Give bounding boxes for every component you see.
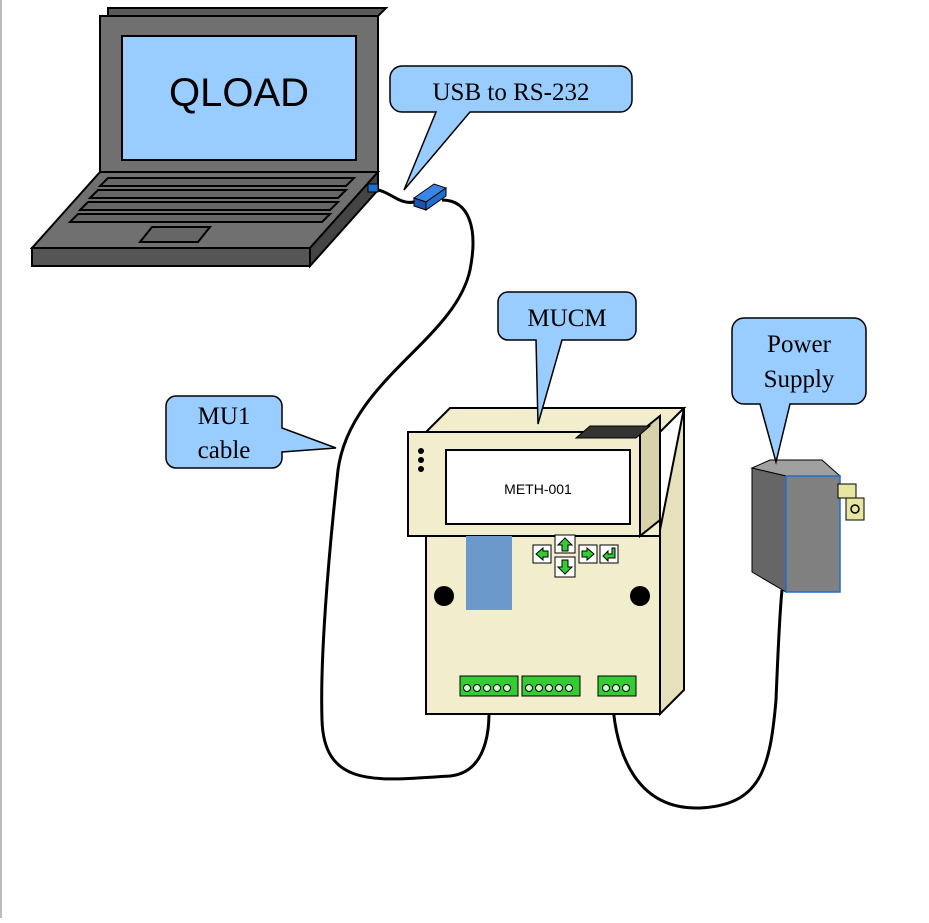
usb-cable <box>377 188 415 204</box>
touchpad <box>137 226 213 243</box>
device-front-side <box>639 413 661 539</box>
keyboard-row <box>87 189 349 199</box>
plug-prong <box>845 497 865 521</box>
laptop-screen <box>121 35 357 161</box>
cables <box>320 188 784 810</box>
callout-cable-text-line1: MU1 <box>198 403 251 430</box>
keyboard-row <box>97 177 357 187</box>
status-led <box>418 457 424 463</box>
device-side <box>659 407 685 717</box>
terminal-block-1 <box>459 675 519 697</box>
mu1-cable <box>320 198 491 781</box>
callout-power-text-line1: Power <box>767 331 832 358</box>
status-led <box>418 466 424 472</box>
callout-usb-to-rs232: USB to RS-232 <box>389 65 633 191</box>
device-blue-module <box>466 536 512 610</box>
callout-cable-text-line2: cable <box>198 437 251 464</box>
mount-hole <box>630 586 650 606</box>
laptop-screen-text: QLOAD <box>169 71 309 115</box>
callout-power-supply: Power Supply <box>731 317 867 465</box>
mucm-device: METH-001 <box>407 407 687 717</box>
down-arrow-icon <box>556 559 574 575</box>
keyboard-row <box>77 201 341 211</box>
keyboard-row <box>67 213 333 223</box>
device-display <box>445 449 631 525</box>
callout-mucm: MUCM <box>497 291 637 425</box>
navigation-keypad <box>532 534 619 578</box>
callout-mu1-cable: MU1 cable <box>165 395 337 469</box>
laptop-base-front <box>31 247 311 267</box>
callout-mucm-text: MUCM <box>527 305 606 332</box>
laptop-usb-port <box>367 183 379 193</box>
device-display-text: METH-001 <box>504 481 572 497</box>
status-led <box>418 448 424 454</box>
terminal-block-2 <box>521 675 581 697</box>
enter-icon <box>602 547 616 563</box>
up-arrow-icon <box>556 537 574 552</box>
power-cable <box>610 589 784 810</box>
mount-hole <box>434 586 454 606</box>
terminal-block-3 <box>597 675 637 697</box>
power-supply <box>750 459 865 593</box>
usb-adapter <box>412 183 448 211</box>
right-arrow-icon <box>581 546 595 562</box>
callout-usb-text: USB to RS-232 <box>433 79 590 106</box>
laptop: QLOAD <box>29 7 389 269</box>
device-top-connector <box>574 425 652 439</box>
left-arrow-icon <box>535 546 549 562</box>
callout-power-text-line2: Supply <box>764 366 835 393</box>
plug-prong <box>837 483 857 499</box>
